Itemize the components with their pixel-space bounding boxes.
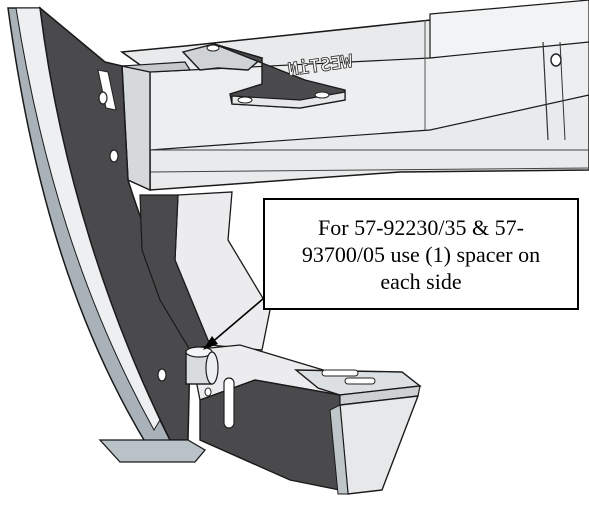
beam-mount-block: [121, 61, 192, 192]
lower-arm: [189, 344, 422, 495]
callout-box: For 57-92230/35 & 57- 93700/05 use (1) s…: [263, 198, 579, 310]
callout-text: For 57-92230/35 & 57- 93700/05 use (1) s…: [301, 214, 541, 294]
bolt-hole: [550, 53, 562, 67]
callout-leader-arrow: [203, 297, 265, 350]
top-mounting-plate: [181, 43, 346, 109]
spacer: [185, 346, 219, 385]
upper-beam: [119, 0, 589, 191]
